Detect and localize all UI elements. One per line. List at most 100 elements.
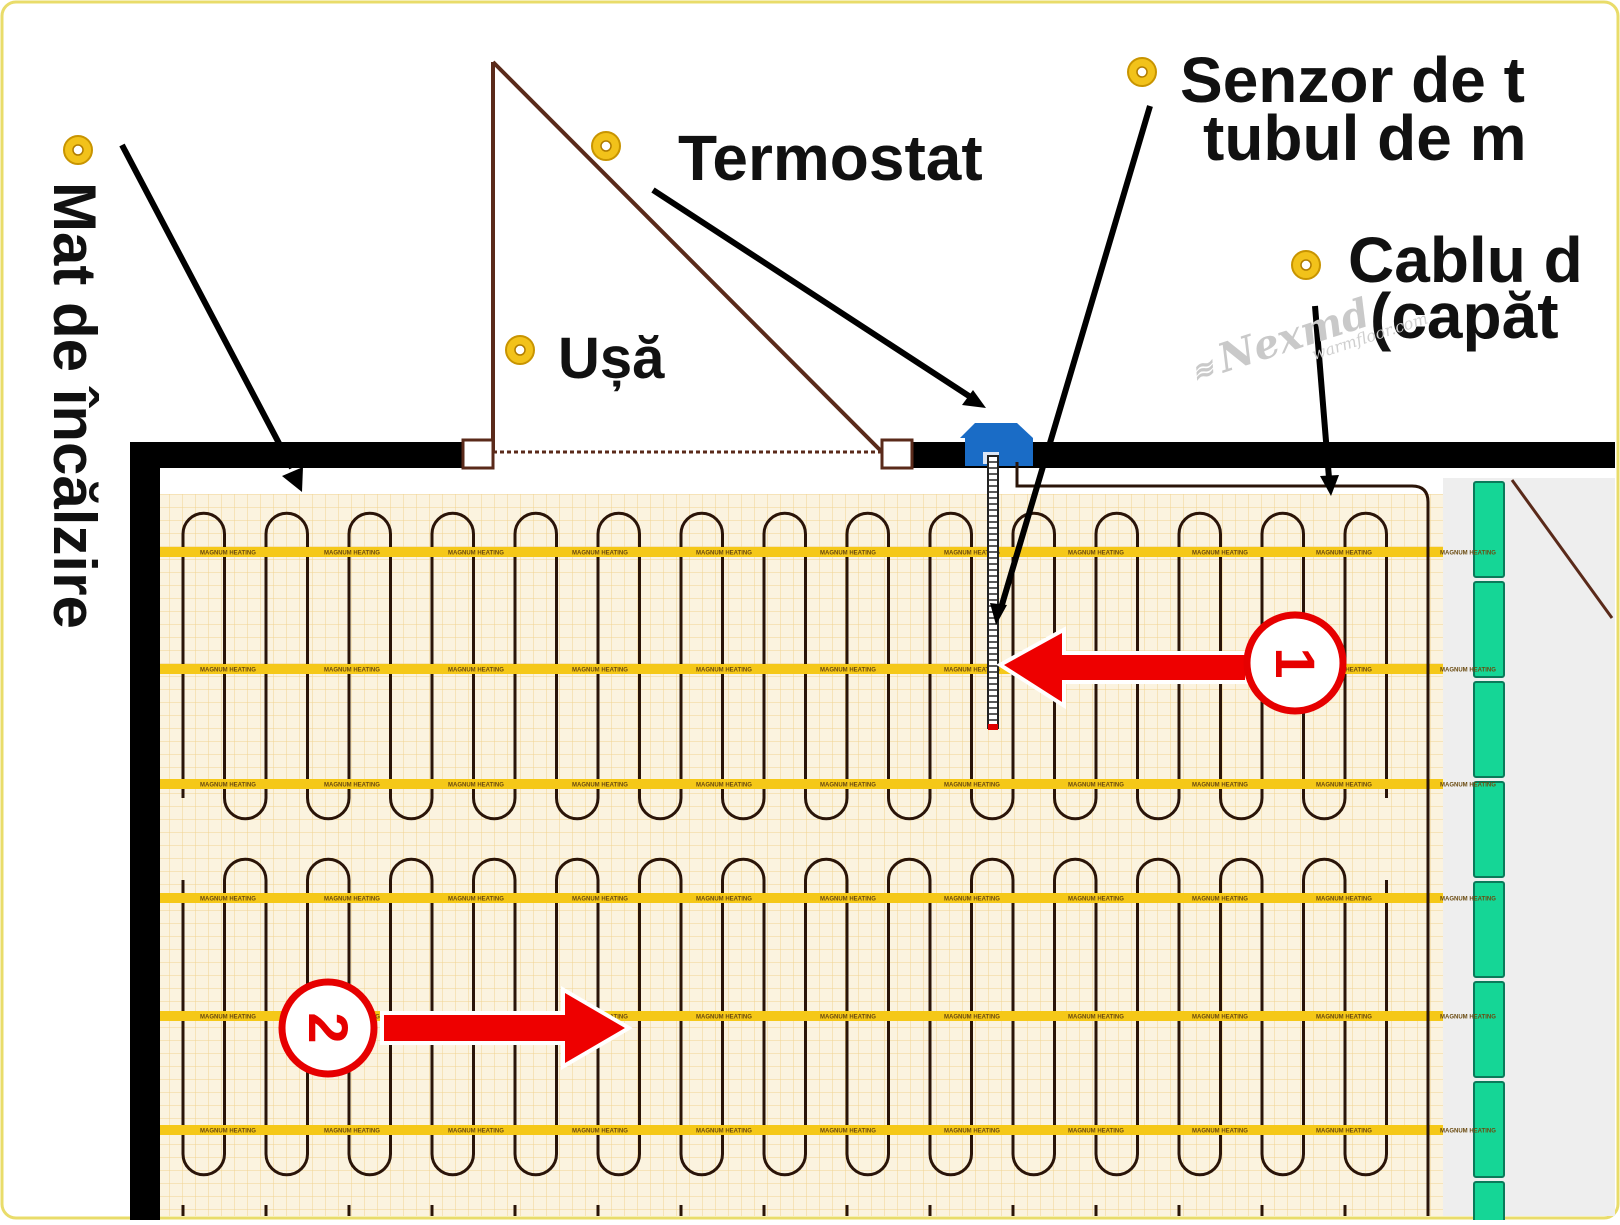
tape-print: MAGNUM HEATING <box>696 551 752 557</box>
tape-print: MAGNUM HEATING <box>1068 1129 1124 1135</box>
step-1: 1 <box>996 611 1347 715</box>
wall-tile <box>1473 881 1505 978</box>
tape-print: MAGNUM HEATING <box>820 897 876 903</box>
door-hinge <box>461 438 495 470</box>
tape-print: MAGNUM HEATING <box>324 897 380 903</box>
tape-print: MAGNUM HEATING <box>324 551 380 557</box>
door-stop <box>880 438 914 470</box>
adjacent-door-line <box>1510 479 1614 619</box>
step-2-badge <box>278 978 378 1078</box>
tape-print: MAGNUM HEATING <box>1440 668 1496 674</box>
tape-print: MAGNUM HEATING <box>820 551 876 557</box>
tape-print: MAGNUM HEATING <box>324 1129 380 1135</box>
label-cable-line1: Cablu d <box>1348 224 1583 296</box>
tile-column <box>1473 481 1505 1225</box>
tape-print: MAGNUM HEATING <box>324 668 380 674</box>
step-2: 2 <box>278 978 633 1078</box>
mat-tape <box>160 779 1443 789</box>
tape-print: MAGNUM HEATING <box>1192 551 1248 557</box>
adjacent-room <box>1443 478 1615 1216</box>
tape-print: MAGNUM HEATING <box>572 551 628 557</box>
wall-tile <box>1473 581 1505 678</box>
tape-print: MAGNUM HEATING <box>572 668 628 674</box>
tape-print: MAGNUM HEATING <box>1440 783 1496 789</box>
mat-tape <box>160 547 1443 557</box>
step-1-number: 1 <box>1264 647 1327 678</box>
tape-print: MAGNUM HEATING <box>1192 1129 1248 1135</box>
tape-print: MAGNUM HEATING <box>1316 551 1372 557</box>
cable-run <box>181 857 1388 1177</box>
mat-tape <box>160 664 1443 674</box>
wall-tile <box>1473 981 1505 1078</box>
tape-print: MAGNUM HEATING <box>1192 897 1248 903</box>
label-sensor-line2: tubul de m <box>1203 102 1527 174</box>
heating-cable <box>181 511 1388 1216</box>
tape-print: MAGNUM HEATING <box>200 551 256 557</box>
tape-print: MAGNUM HEATING <box>200 1129 256 1135</box>
tape-print: MAGNUM HEATING <box>696 897 752 903</box>
mat-tape <box>160 1011 1443 1021</box>
pointer-lines <box>119 105 1339 625</box>
tape-print: MAGNUM HEATING <box>1316 783 1372 789</box>
wall-tile <box>1473 681 1505 778</box>
tape-print: MAGNUM HEATING <box>1068 897 1124 903</box>
tape-print: MAGNUM HEATING <box>1068 1015 1124 1021</box>
tape-print: MAGNUM HEATING <box>696 1129 752 1135</box>
mat-tape <box>160 1125 1443 1135</box>
tape-print: MAGNUM HEATING <box>820 1129 876 1135</box>
tape-print: MAGNUM HEATING <box>820 668 876 674</box>
tape-print: MAGNUM HEATING <box>1440 1129 1496 1135</box>
label-door: Ușă <box>558 326 665 392</box>
tape-print: MAGNUM HEATING <box>944 1015 1000 1021</box>
left-wall <box>130 442 160 1220</box>
tape-print: MAGNUM HEATING <box>696 1015 752 1021</box>
label-sensor-line1: Senzor de t <box>1180 44 1525 116</box>
tape-print: MAGNUM HEATING <box>448 1129 504 1135</box>
tape-print: MAGNUM HEATING <box>200 1015 256 1021</box>
label-thermostat: Termostat <box>678 122 983 194</box>
door <box>461 60 914 470</box>
tape-print: MAGNUM HEATING <box>696 668 752 674</box>
top-wall-left <box>130 442 465 468</box>
tape-print: MAGNUM HEATING <box>1440 897 1496 903</box>
tape-print: MAGNUM HEATING <box>572 783 628 789</box>
tape-print: MAGNUM HEATING <box>200 897 256 903</box>
tape-print: MAGNUM HEATING <box>448 897 504 903</box>
step-1-arrow <box>1004 633 1245 702</box>
tape-print: MAGNUM HEATING <box>1316 897 1372 903</box>
sensor-tube <box>987 455 999 730</box>
tape-print: MAGNUM HEATING <box>1316 1129 1372 1135</box>
tape-print: MAGNUM HEATING <box>448 551 504 557</box>
tape-print: MAGNUM HEATING <box>820 783 876 789</box>
tape-print: MAGNUM HEATING <box>944 783 1000 789</box>
tape-print: MAGNUM HEATING <box>200 668 256 674</box>
tape-print: MAGNUM HEATING <box>1192 783 1248 789</box>
tape-print: MAGNUM HEATING <box>1440 551 1496 557</box>
tape-print: MAGNUM HEATING <box>820 1015 876 1021</box>
wall-tile <box>1473 481 1505 578</box>
tape-print: MAGNUM HEATING <box>1068 551 1124 557</box>
label-heating-mat: Mat de încălzire <box>41 182 108 629</box>
tape-print: MAGNUM HEATING <box>324 783 380 789</box>
heating-mat <box>160 494 1443 1216</box>
tape-print: MAGNUM HEATING <box>696 783 752 789</box>
wall-tile <box>1473 1181 1505 1225</box>
tape-print: MAGNUM HEATING <box>944 668 1000 674</box>
label-cable-line2: (capăt <box>1370 280 1559 352</box>
tape-print: MAGNUM HEATING <box>1068 783 1124 789</box>
tape-print: MAGNUM HEATING <box>1440 1015 1496 1021</box>
cold-lead-cable <box>1015 462 1430 1216</box>
step-2-arrow <box>384 993 625 1063</box>
wall-tile <box>1473 1081 1505 1178</box>
mat-tape <box>160 893 1443 903</box>
tape-print: MAGNUM HEATING <box>1316 1015 1372 1021</box>
cable-run <box>181 511 1388 821</box>
tape-print: MAGNUM HEATING <box>944 1129 1000 1135</box>
tape-print: MAGNUM HEATING <box>200 783 256 789</box>
step-1-badge <box>1243 611 1347 715</box>
step-2-number: 2 <box>297 1012 360 1043</box>
tape-print: MAGNUM HEATING <box>1192 1015 1248 1021</box>
tape-print: MAGNUM HEATING <box>944 897 1000 903</box>
tape-print: MAGNUM HEATING <box>572 1129 628 1135</box>
